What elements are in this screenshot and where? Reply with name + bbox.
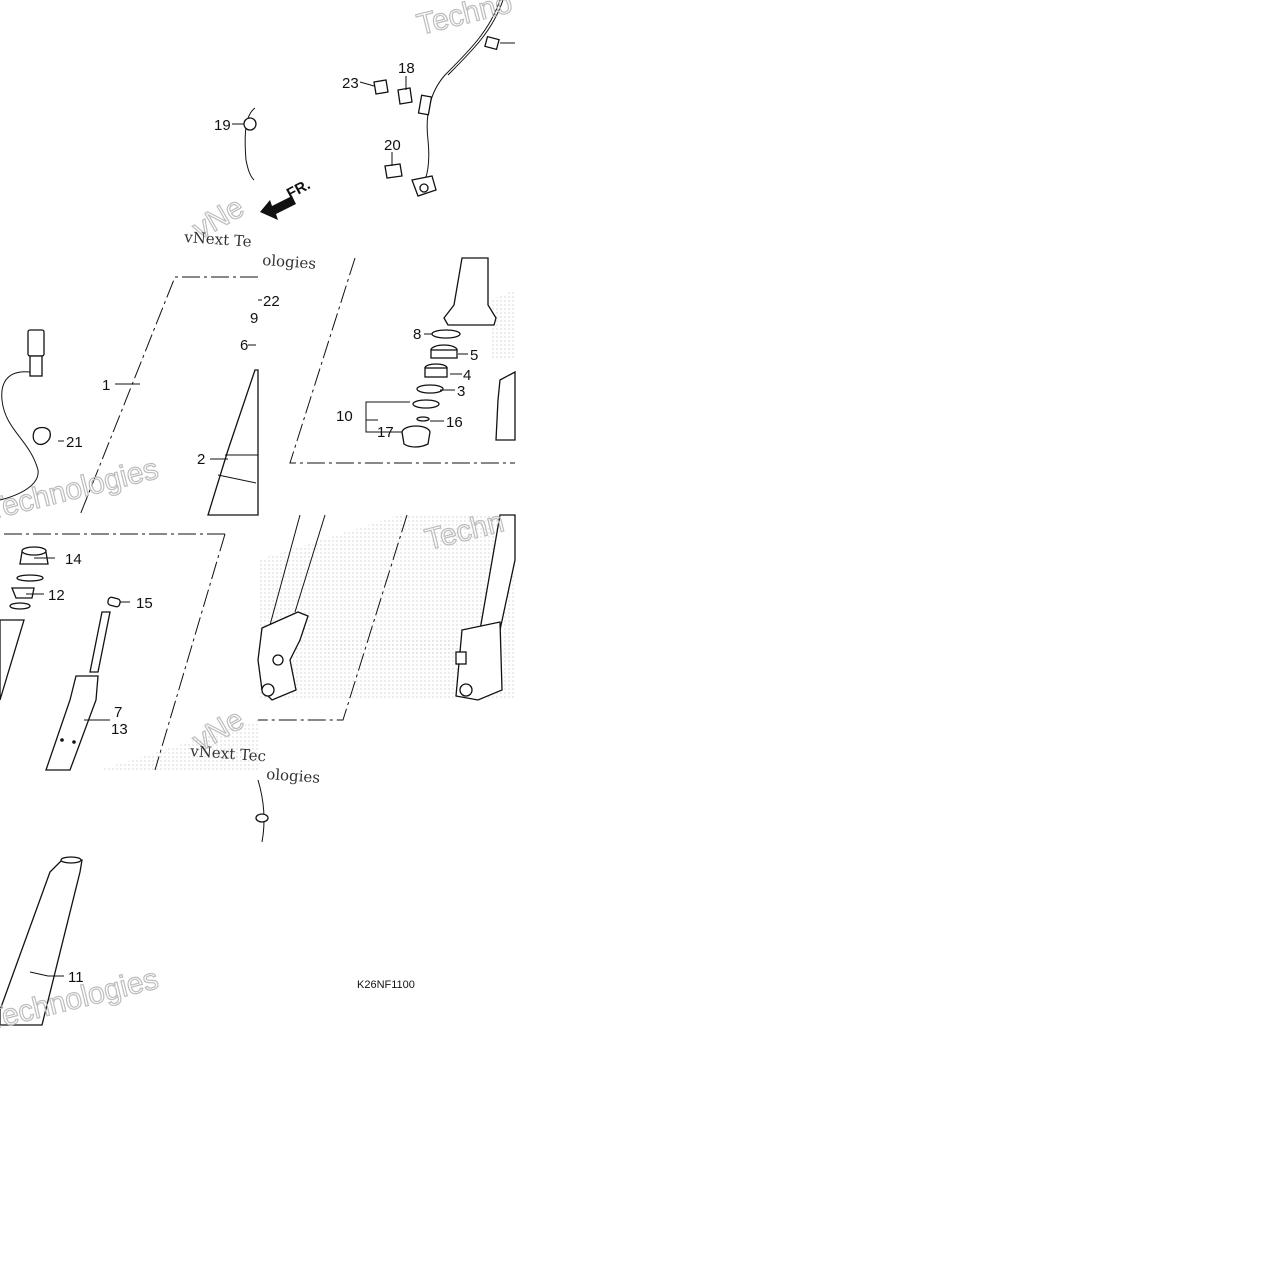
callout-21: 21 [66,434,83,451]
sensor-harness [243,0,515,197]
watermark-text: Technologies [0,452,162,526]
callout-17: 17 [377,424,394,441]
callout-labels: 1 2 3 4 5 6 7 8 9 10 11 12 13 14 15 16 1… [48,60,478,986]
callout-15: 15 [136,595,153,612]
watermark-text: ologies [262,251,317,273]
front-direction-arrow: FR. [260,176,313,220]
callout-4: 4 [463,367,471,384]
diagram-code: K26NF1100 [357,979,415,991]
callout-8: 8 [413,326,421,343]
watermark-text: vNext Te [183,228,253,251]
callout-23: 23 [342,75,359,92]
callout-1: 1 [102,377,110,394]
group-outlines [0,257,515,771]
stipple-watermark [100,290,515,770]
callout-20: 20 [384,137,401,154]
callout-7: 7 [114,704,122,721]
callout-2: 2 [197,451,205,468]
watermark-text: ologies [266,765,321,787]
callout-13: 13 [111,721,128,738]
callout-19: 19 [214,117,231,134]
callout-14: 14 [65,551,82,568]
callout-18: 18 [398,60,415,77]
callout-11: 11 [68,969,84,986]
callout-5: 5 [470,347,478,364]
callout-12: 12 [48,587,65,604]
callout-6: 6 [240,337,248,354]
wire-sensor-left [0,329,51,501]
watermark-text: vNext Tec [189,742,267,765]
outer-tube [0,779,269,1026]
callout-10: 10 [336,408,353,425]
callout-9: 9 [250,310,258,327]
callout-16: 16 [446,414,463,431]
leader-lines [58,76,468,460]
callout-3: 3 [457,383,465,400]
watermark-text: Techno [414,0,516,42]
fork-tube-upper [207,369,259,516]
callout-22: 22 [263,293,280,310]
inner-fork-parts [0,546,130,771]
fork-top-components [401,257,516,448]
fork-lower-legs [257,514,516,701]
